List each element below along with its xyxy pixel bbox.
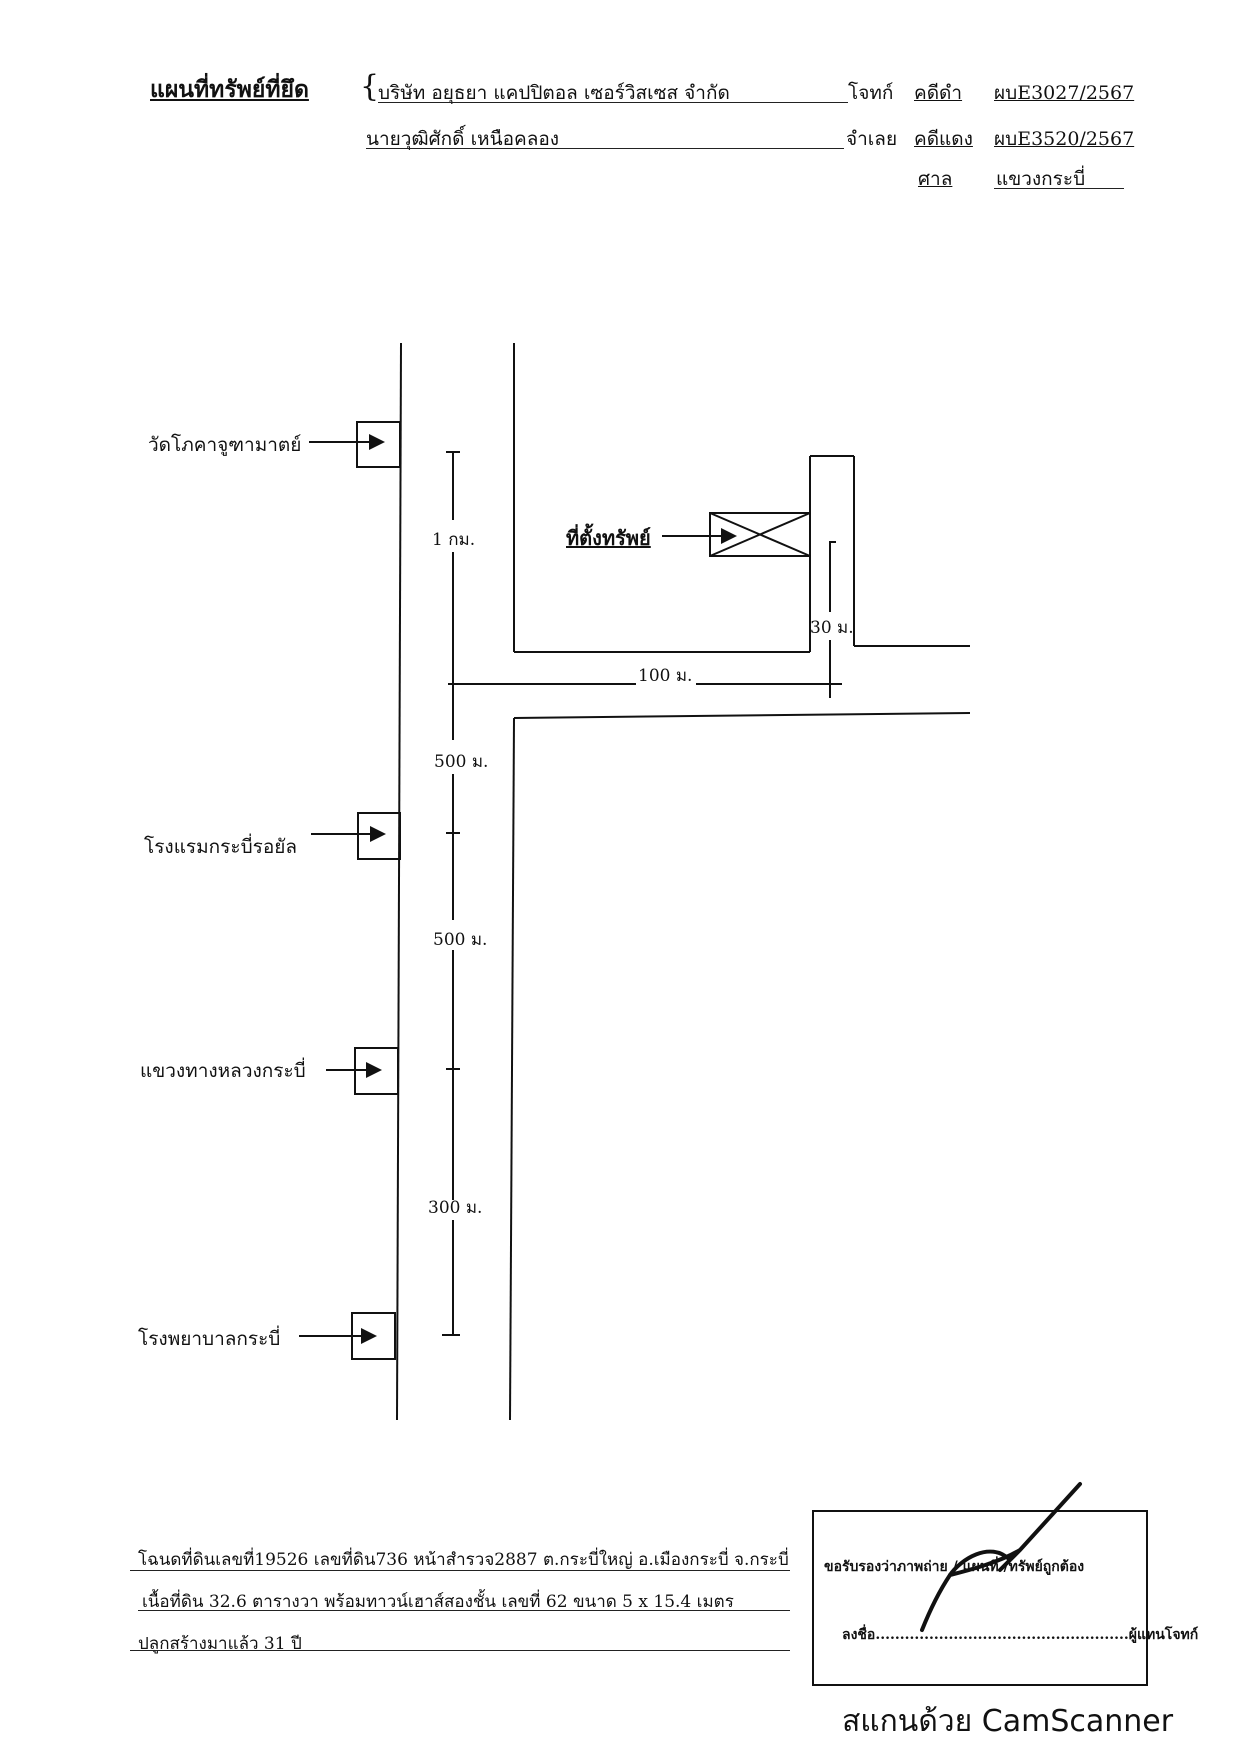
deed-details-line-3: ปลูกสร้างมาแล้ว 31 ปี xyxy=(138,1634,302,1654)
signature-role: ผู้แทนโจทก์ xyxy=(1128,1627,1199,1643)
plaintiff-underline xyxy=(378,102,848,103)
defendant-name: นายวุฒิศักดิ์ เหนือคลอง xyxy=(366,128,560,150)
deed-details-line-1: โฉนดที่ดินเลขที่19526 เลขที่ดิน736 หน้าส… xyxy=(138,1550,789,1570)
defendant-underline xyxy=(366,148,844,149)
landmark-label-temple: วัดโภคาจูฑามาตย์ xyxy=(148,434,302,456)
camscanner-watermark: สแกนด้วย CamScanner xyxy=(842,1704,1174,1739)
plaintiff-name: บริษัท อยุธยา แคปปิตอล เซอร์วิสเซส จำกัด xyxy=(378,82,730,104)
side-road-bottom-edge xyxy=(513,712,971,719)
signature-prefix: ลงชื่อ xyxy=(842,1627,876,1643)
black-case-label: คดีดำ xyxy=(914,82,963,104)
details-underline-3 xyxy=(130,1650,790,1651)
distance-label-300m: 300 ม. xyxy=(428,1198,483,1218)
deed-details-line-2: เนื้อที่ดิน 32.6 ตารางวา พร้อมทาวน์เฮาส์… xyxy=(142,1592,734,1612)
defendant-role: จำเลย xyxy=(846,128,898,150)
signature-line: ลงชื่อ..................................… xyxy=(842,1624,1198,1646)
distance-label-100m: 100 ม. xyxy=(638,666,693,686)
red-case-label: คดีแดง xyxy=(914,128,973,150)
property-marker xyxy=(709,512,811,557)
property-label: ที่ตั้งทรัพย์ xyxy=(566,526,651,550)
landmark-box-temple xyxy=(356,421,401,468)
distance-label-1km: 1 กม. xyxy=(432,530,476,550)
certification-box: ขอรับรองว่าภาพถ่าย / แผนที่ /ทรัพย์ถูกต้… xyxy=(812,1510,1198,1686)
brace: { xyxy=(360,69,380,104)
distance-label-500m-b: 500 ม. xyxy=(433,930,488,950)
distance-label-500m-a: 500 ม. xyxy=(434,752,489,772)
red-case-number: ผบE3520/2567 xyxy=(994,128,1135,150)
main-road-right-edge-bottom xyxy=(509,717,515,1421)
plaintiff-role: โจทก์ xyxy=(848,82,894,104)
landmark-label-hotel: โรงแรมกระบี่รอยัล xyxy=(144,836,298,858)
signature-dots: ........................................… xyxy=(875,1627,1129,1643)
landmark-box-hotel xyxy=(357,812,401,860)
details-underline-2 xyxy=(138,1610,790,1611)
court-underline xyxy=(994,188,1124,189)
landmark-label-highway-office: แขวงทางหลวงกระบี่ xyxy=(140,1060,306,1082)
court-label: ศาล xyxy=(918,168,953,190)
distance-label-30m: 30 ม. xyxy=(810,618,854,638)
details-underline-1 xyxy=(130,1570,790,1571)
court-name: แขวงกระบี่ xyxy=(996,168,1086,190)
main-road-left-edge xyxy=(396,342,402,1421)
black-case-number: ผบE3027/2567 xyxy=(994,82,1135,104)
handwritten-signature xyxy=(920,1482,1082,1632)
landmark-label-hospital: โรงพยาบาลกระบี่ xyxy=(138,1328,281,1350)
page-title: แผนที่ทรัพย์ที่ยึด xyxy=(150,76,309,103)
